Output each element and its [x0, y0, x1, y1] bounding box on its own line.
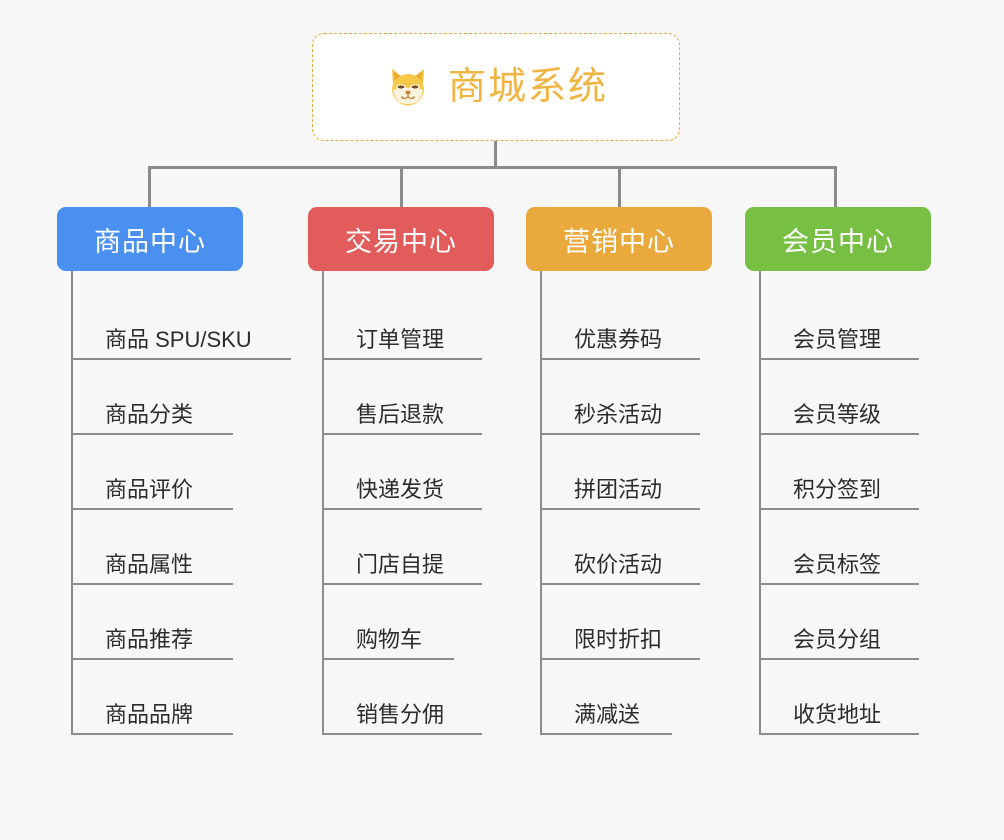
leaf-underline	[542, 358, 700, 360]
leaf-label: 门店自提	[356, 551, 445, 577]
leaf-label: 售后退款	[356, 401, 445, 427]
leaf-underline	[761, 508, 919, 510]
leaf-label: 商品评价	[105, 476, 194, 502]
leaf-label: 优惠券码	[574, 326, 663, 352]
leaf-label: 限时折扣	[574, 626, 663, 652]
leaf-underline	[73, 358, 291, 360]
leaf-list-member-center: 会员管理 会员等级 积分签到 会员标签 会员分组 收货地址	[759, 271, 931, 735]
leaf-label: 商品 SPU/SKU	[105, 326, 252, 352]
leaf-underline	[73, 508, 233, 510]
leaf-underline	[542, 658, 700, 660]
list-item[interactable]: 收货地址	[761, 660, 931, 735]
leaf-label: 拼团活动	[574, 476, 663, 502]
category-label-trade-center: 交易中心	[345, 226, 457, 257]
leaf-label: 商品品牌	[105, 701, 194, 727]
leaf-list-marketing-center: 优惠券码 秒杀活动 拼团活动 砍价活动 限时折扣 满减送	[540, 271, 712, 735]
leaf-underline	[324, 733, 482, 735]
list-item[interactable]: 门店自提	[324, 510, 494, 585]
leaf-underline	[761, 658, 919, 660]
connector-root-stem	[494, 141, 497, 168]
leaf-underline	[542, 583, 700, 585]
leaf-label: 商品分类	[105, 401, 194, 427]
list-item[interactable]: 会员标签	[761, 510, 931, 585]
leaf-underline	[73, 433, 233, 435]
leaf-underline	[324, 358, 482, 360]
list-item[interactable]: 满减送	[542, 660, 712, 735]
leaf-label: 会员等级	[793, 401, 882, 427]
list-item[interactable]: 销售分佣	[324, 660, 494, 735]
leaf-label: 会员标签	[793, 551, 882, 577]
shiba-dog-face-icon	[384, 63, 432, 111]
list-item[interactable]: 商品推荐	[73, 585, 252, 660]
connector-drop-product-center	[148, 166, 151, 208]
leaf-label: 订单管理	[356, 326, 445, 352]
category-box-trade-center[interactable]: 交易中心	[308, 207, 494, 271]
leaf-label: 秒杀活动	[574, 401, 663, 427]
leaf-underline	[542, 433, 700, 435]
list-item[interactable]: 秒杀活动	[542, 360, 712, 435]
leaf-label: 会员分组	[793, 626, 882, 652]
list-item[interactable]: 快递发货	[324, 435, 494, 510]
leaf-label: 砍价活动	[574, 551, 663, 577]
leaf-underline	[761, 433, 919, 435]
list-item[interactable]: 商品品牌	[73, 660, 252, 735]
leaf-underline	[324, 433, 482, 435]
leaf-underline	[542, 733, 672, 735]
leaf-label: 商品属性	[105, 551, 194, 577]
list-item[interactable]: 商品 SPU/SKU	[73, 285, 291, 360]
list-item[interactable]: 砍价活动	[542, 510, 712, 585]
column-product-center: 商品中心 商品 SPU/SKU 商品分类 商品评价 商品属性 商品推荐	[57, 207, 291, 735]
leaf-underline	[324, 658, 454, 660]
connector-drop-trade-center	[400, 166, 403, 208]
leaf-underline	[73, 733, 233, 735]
leaf-underline	[73, 583, 233, 585]
category-label-member-center: 会员中心	[782, 226, 894, 257]
leaf-underline	[324, 583, 482, 585]
list-item[interactable]: 商品属性	[73, 510, 252, 585]
root-node-shop-system[interactable]: 商城系统	[312, 33, 680, 141]
list-item[interactable]: 售后退款	[324, 360, 494, 435]
leaf-list-product-center: 商品 SPU/SKU 商品分类 商品评价 商品属性 商品推荐 商品品牌	[71, 271, 291, 735]
root-node-label: 商城系统	[447, 66, 608, 108]
leaf-underline	[761, 583, 919, 585]
column-member-center: 会员中心 会员管理 会员等级 积分签到 会员标签 会员分组	[745, 207, 931, 735]
leaf-underline	[761, 358, 919, 360]
category-label-marketing-center: 营销中心	[563, 226, 675, 257]
leaf-label: 会员管理	[793, 326, 882, 352]
leaf-label: 购物车	[356, 626, 423, 652]
leaf-label: 快递发货	[356, 476, 445, 502]
list-item[interactable]: 拼团活动	[542, 435, 712, 510]
leaf-label: 积分签到	[793, 476, 882, 502]
leaf-label: 商品推荐	[105, 626, 194, 652]
list-item[interactable]: 订单管理	[324, 285, 494, 360]
leaf-underline	[324, 508, 482, 510]
list-item[interactable]: 购物车	[324, 585, 494, 660]
column-trade-center: 交易中心 订单管理 售后退款 快递发货 门店自提 购物车	[308, 207, 494, 735]
list-item[interactable]: 商品分类	[73, 360, 252, 435]
list-item[interactable]: 限时折扣	[542, 585, 712, 660]
list-item[interactable]: 会员分组	[761, 585, 931, 660]
leaf-underline	[542, 508, 700, 510]
leaf-list-trade-center: 订单管理 售后退款 快递发货 门店自提 购物车 销售分佣	[322, 271, 494, 735]
list-item[interactable]: 优惠券码	[542, 285, 712, 360]
list-item[interactable]: 会员等级	[761, 360, 931, 435]
leaf-label: 销售分佣	[356, 701, 445, 727]
leaf-underline	[73, 658, 233, 660]
leaf-label: 收货地址	[793, 701, 882, 727]
list-item[interactable]: 会员管理	[761, 285, 931, 360]
leaf-underline	[761, 733, 919, 735]
leaf-label: 满减送	[574, 701, 641, 727]
category-label-product-center: 商品中心	[94, 226, 206, 257]
column-marketing-center: 营销中心 优惠券码 秒杀活动 拼团活动 砍价活动 限时折扣	[526, 207, 712, 735]
list-item[interactable]: 商品评价	[73, 435, 252, 510]
category-box-member-center[interactable]: 会员中心	[745, 207, 931, 271]
list-item[interactable]: 积分签到	[761, 435, 931, 510]
connector-horizontal-bus	[148, 166, 836, 169]
connector-drop-marketing-center	[618, 166, 621, 208]
connector-drop-member-center	[834, 166, 837, 208]
category-box-marketing-center[interactable]: 营销中心	[526, 207, 712, 271]
root-node-content: 商城系统	[384, 63, 608, 111]
category-box-product-center[interactable]: 商品中心	[57, 207, 243, 271]
